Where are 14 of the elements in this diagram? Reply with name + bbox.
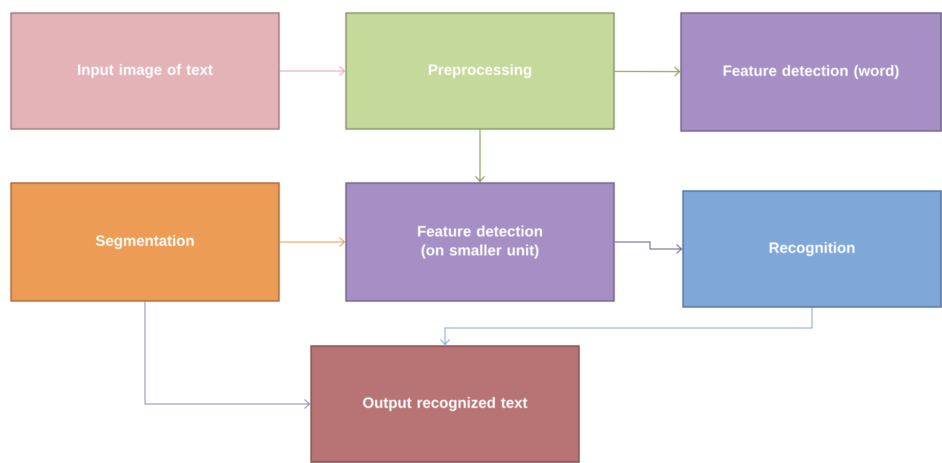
arrow xyxy=(614,66,680,77)
process-box: Input image of text xyxy=(10,12,280,130)
process-box: Preprocessing xyxy=(345,12,615,130)
arrow xyxy=(279,66,346,76)
process-box: Feature detection (on smaller unit) xyxy=(345,182,615,302)
process-box: Output recognized text xyxy=(310,345,580,463)
process-box: Feature detection (word) xyxy=(680,12,942,132)
process-box: Segmentation xyxy=(10,182,280,302)
arrow xyxy=(475,129,485,182)
process-box: Recognition xyxy=(682,190,942,308)
arrow xyxy=(614,242,682,254)
arrow xyxy=(440,307,812,346)
arrow xyxy=(279,237,346,247)
arrow xyxy=(144,301,310,409)
